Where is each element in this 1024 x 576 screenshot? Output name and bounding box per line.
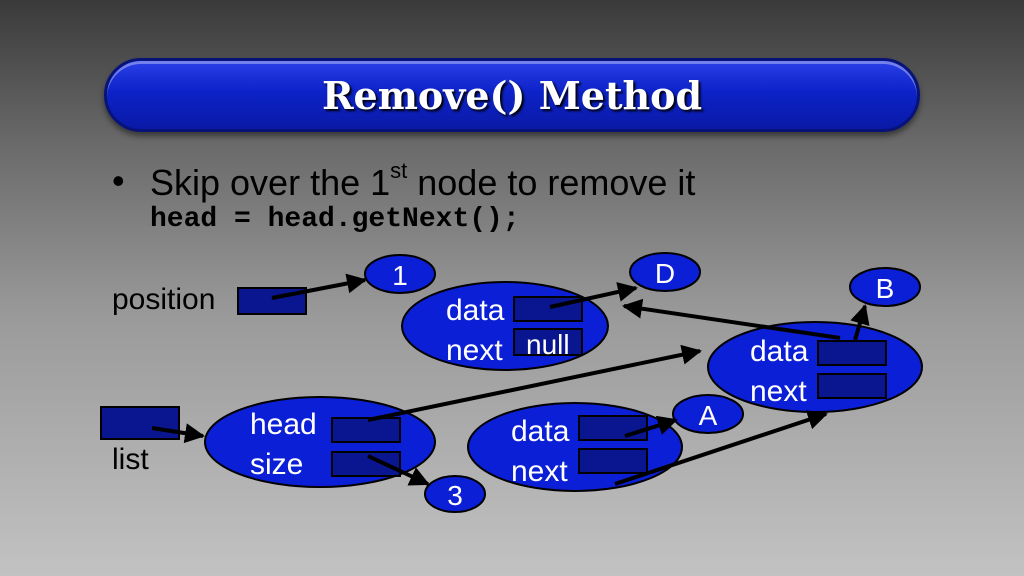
- position-label: position: [112, 283, 215, 316]
- second-node-data-label: data: [511, 415, 570, 448]
- second-data-to-a-arrow: [624, 415, 678, 438]
- third-to-first-arrow: [622, 298, 841, 340]
- position-to-one-arrow: [271, 273, 367, 300]
- head-field-label: head: [250, 408, 317, 441]
- value-a-circle: [672, 394, 744, 434]
- value-d-text: D: [655, 258, 675, 289]
- second-next-to-third-arrow: [614, 410, 828, 486]
- null-value: null: [526, 329, 570, 360]
- third-node-data-box: [817, 340, 887, 366]
- third-data-to-b-arrow: [850, 304, 870, 341]
- third-node-next-box: [817, 373, 887, 399]
- second-node: [467, 402, 683, 492]
- value-b-circle: [849, 267, 921, 307]
- first-node-next-label: next: [446, 334, 503, 367]
- first-data-to-d-arrow: [549, 282, 638, 309]
- value-d-circle: [629, 252, 701, 292]
- list-reference-box: [100, 406, 180, 440]
- first-node: [401, 281, 609, 371]
- value-one-text: 1: [392, 260, 408, 291]
- value-three-text: 3: [447, 480, 463, 511]
- head-to-third-node-arrow: [367, 344, 702, 422]
- size-to-three-arrow: [367, 454, 430, 486]
- code-statement: head = head.getNext();: [150, 204, 520, 235]
- second-node-next-label: next: [511, 455, 568, 488]
- second-node-data-box: [578, 415, 648, 441]
- third-node-data-label: data: [750, 335, 809, 368]
- bullet-point-icon: •: [112, 160, 125, 201]
- head-field-box: [331, 417, 401, 443]
- value-a-text: A: [699, 400, 718, 431]
- second-node-next-box: [578, 448, 648, 474]
- size-field-label: size: [250, 448, 303, 481]
- bullet-superscript: st: [390, 158, 408, 183]
- title-banner: Remove() Method: [104, 58, 920, 132]
- list-to-object-arrow: [151, 423, 205, 444]
- bullet-text-start: Skip over the 1: [150, 162, 391, 203]
- third-node-next-label: next: [750, 375, 807, 408]
- slide-title: Remove() Method: [321, 73, 703, 118]
- value-b-text: B: [876, 273, 895, 304]
- first-node-data-label: data: [446, 294, 505, 327]
- bullet-text: Skip over the 1st node to remove it: [150, 158, 696, 204]
- first-node-next-box: [513, 328, 583, 356]
- value-three-circle: [424, 475, 486, 513]
- bullet-text-end: node to remove it: [407, 162, 696, 203]
- list-label: list: [112, 443, 149, 476]
